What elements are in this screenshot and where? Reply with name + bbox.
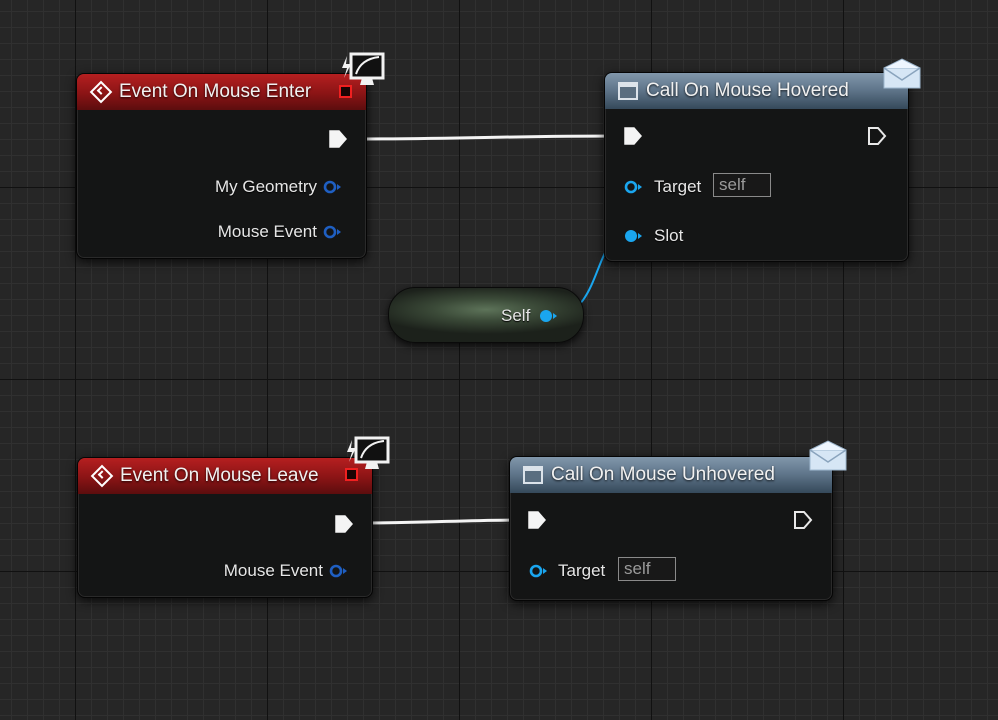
node-header[interactable]: Call On Mouse Unhovered [510,457,832,493]
self-output-pin[interactable] [538,309,558,323]
exec-wire-unhovered[interactable] [354,518,526,525]
exec-wire-hovered[interactable] [349,134,623,141]
exec-input-pin[interactable] [623,126,643,146]
exec-output-pin[interactable] [867,126,887,146]
self-reference-node[interactable]: Self [388,287,584,343]
replicated-icon [345,468,358,481]
exec-output-pin[interactable] [793,510,813,530]
node-header[interactable]: Call On Mouse Hovered [605,73,908,109]
node-title: Event On Mouse Enter [119,81,312,102]
exec-output-pin[interactable] [334,514,354,534]
function-icon [523,466,543,484]
mouse-event-pin[interactable] [322,225,342,239]
event-icon [90,464,114,488]
target-pin[interactable] [623,180,643,194]
monitor-lightning-icon [347,436,390,469]
target-label: Target [558,561,606,580]
my-geometry-label: My Geometry [214,177,317,196]
node-header[interactable]: Event On Mouse Leave [78,458,372,494]
node-title: Call On Mouse Unhovered [551,464,775,485]
node-title: Event On Mouse Leave [120,465,319,486]
my-geometry-pin[interactable] [322,180,342,194]
envelope-icon [883,58,921,89]
slot-pin[interactable] [623,229,643,243]
target-input[interactable]: self [618,557,676,581]
mouse-event-label: Mouse Event [217,222,317,241]
call-on-mouse-unhovered-node[interactable]: Call On Mouse Unhovered Target self [509,456,833,601]
envelope-icon [809,440,847,471]
target-input[interactable]: self [713,173,771,197]
target-label: Target [654,177,702,196]
mouse-event-pin[interactable] [328,564,348,578]
target-pin[interactable] [528,564,548,578]
event-on-mouse-enter-node[interactable]: Event On Mouse Enter My Geometry Mouse E… [76,73,367,259]
event-on-mouse-leave-node[interactable]: Event On Mouse Leave Mouse Event [77,457,373,598]
node-title: Call On Mouse Hovered [646,80,849,101]
call-on-mouse-hovered-node[interactable]: Call On Mouse Hovered Target self Slot [604,72,909,262]
replicated-icon [339,85,352,98]
node-header[interactable]: Event On Mouse Enter [77,74,366,110]
mouse-event-label: Mouse Event [223,561,323,580]
event-icon [89,80,113,104]
slot-label: Slot [654,226,684,245]
exec-input-pin[interactable] [527,510,547,530]
exec-output-pin[interactable] [328,129,348,149]
monitor-lightning-icon [342,52,385,85]
self-label: Self [501,306,531,325]
function-icon [618,82,638,100]
